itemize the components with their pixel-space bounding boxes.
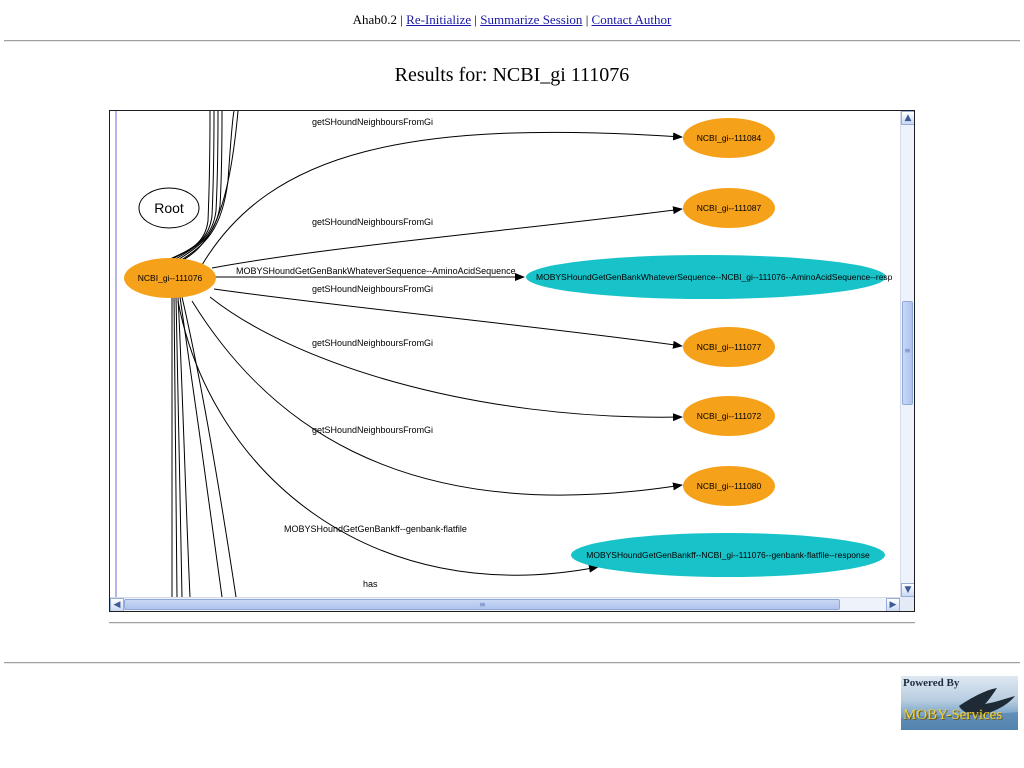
graph-viewer[interactable]: getSHoundNeighboursFromGi getSHoundNeigh…	[109, 110, 915, 612]
edge-down-4	[177, 296, 191, 597]
edge-down-5	[179, 296, 223, 597]
nav-separator: |	[400, 12, 403, 27]
graph-canvas[interactable]: getSHoundNeighboursFromGi getSHoundNeigh…	[110, 111, 900, 597]
edge-to-111087	[211, 206, 683, 269]
grip-icon: ≡	[479, 600, 486, 609]
edge-label-has: has	[363, 579, 378, 589]
page-title: Results for: NCBI_gi 111076	[394, 64, 630, 86]
whale-tail-icon	[901, 688, 1018, 730]
nav-separator: |	[585, 12, 589, 27]
contact-author-link[interactable]: Contact Author	[591, 12, 672, 27]
edge-to-111080	[191, 300, 683, 496]
edge-to-111072	[209, 296, 683, 422]
reinitialize-link[interactable]: Re-Initialize	[406, 12, 472, 27]
app-name: Ahab0.2	[352, 12, 398, 27]
gb-response-node[interactable]: MOBYSHoundGetGenBankff--NCBI_gi--111076-…	[571, 533, 885, 577]
logo-powered-text: Powered By	[903, 677, 960, 689]
root-node-label: Root	[154, 200, 184, 216]
horizontal-scroll-thumb[interactable]: ≡	[124, 599, 840, 610]
footer-divider	[4, 662, 1020, 664]
node-111084[interactable]: NCBI_gi--111084	[683, 118, 775, 158]
aa-response-node[interactable]: MOBYSHoundGetGenBankWhateverSequence--NC…	[526, 255, 893, 299]
edge-to-111084	[201, 131, 683, 266]
top-navigation: Ahab0.2 | Re-Initialize | Summarize Sess…	[0, 11, 1024, 29]
scroll-up-button[interactable]: ▲	[901, 111, 914, 125]
edge-up-4	[175, 111, 223, 262]
viewer-divider	[109, 622, 915, 624]
node-111072[interactable]: NCBI_gi--111072	[683, 396, 775, 436]
logo-brand-text: MOBY-Services	[903, 707, 1003, 723]
edge-to-gb-response	[177, 300, 599, 576]
center-node[interactable]: NCBI_gi--111076	[124, 258, 216, 298]
scroll-down-button[interactable]: ▼	[901, 583, 914, 597]
edge-label-neighbours-1: getSHoundNeighboursFromGi	[312, 117, 433, 127]
node-label: NCBI_gi--111084	[697, 133, 762, 143]
scroll-left-button[interactable]: ◀	[110, 598, 124, 611]
node-111077[interactable]: NCBI_gi--111077	[683, 327, 775, 367]
edge-label-neighbours-2: getSHoundNeighboursFromGi	[312, 217, 433, 227]
edge-label-neighbours-4: getSHoundNeighboursFromGi	[312, 338, 433, 348]
node-label: NCBI_gi--111072	[697, 411, 762, 421]
edge-label-neighbours-5: getSHoundNeighboursFromGi	[312, 425, 433, 435]
horizontal-scrollbar[interactable]: ◀ ≡ ▶	[110, 597, 900, 611]
scrollbar-corner	[900, 597, 914, 611]
moby-services-logo[interactable]: Powered By MOBY-Services	[901, 676, 1018, 730]
node-label: NCBI_gi--111077	[697, 342, 762, 352]
aa-response-label: MOBYSHoundGetGenBankWhateverSequence--NC…	[536, 272, 893, 282]
scroll-right-button[interactable]: ▶	[886, 598, 900, 611]
center-node-label: NCBI_gi--111076	[138, 273, 203, 283]
edge-label-gb-service: MOBYSHoundGetGenBankff--genbank-flatfile	[284, 524, 467, 534]
edge-to-111077	[213, 288, 683, 349]
edge-up-2	[171, 111, 215, 260]
edge-down-6	[181, 296, 237, 597]
summarize-session-link[interactable]: Summarize Session	[480, 12, 583, 27]
top-divider	[4, 40, 1020, 42]
root-node[interactable]: Root	[138, 187, 200, 229]
grip-icon: ≡	[904, 346, 911, 355]
node-111080[interactable]: NCBI_gi--111080	[683, 466, 775, 506]
node-111087[interactable]: NCBI_gi--111087	[683, 188, 775, 228]
edge-up-6	[177, 111, 239, 264]
edge-label-neighbours-3: getSHoundNeighboursFromGi	[312, 284, 433, 294]
node-label: NCBI_gi--111080	[697, 481, 762, 491]
nav-separator: |	[474, 12, 477, 27]
graph-edges	[169, 111, 683, 597]
edge-down-3	[175, 296, 183, 597]
edge-up-3	[173, 111, 219, 261]
vertical-scrollbar[interactable]: ▲ ≡ ▼	[900, 111, 914, 597]
edge-down-2	[173, 296, 178, 597]
edge-label-aa-service: MOBYSHoundGetGenBankWhateverSequence--Am…	[236, 266, 516, 276]
vertical-scroll-thumb[interactable]: ≡	[902, 301, 913, 405]
gb-response-label: MOBYSHoundGetGenBankff--NCBI_gi--111076-…	[586, 550, 870, 560]
node-label: NCBI_gi--111087	[697, 203, 762, 213]
